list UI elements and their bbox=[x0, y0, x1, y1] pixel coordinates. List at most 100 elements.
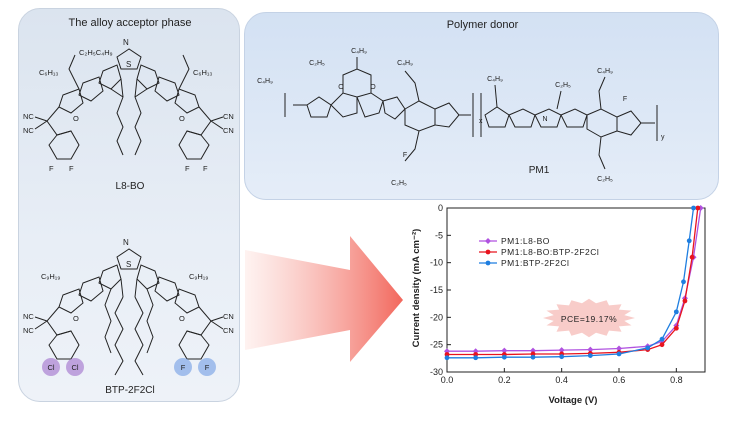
series-2-point-7 bbox=[645, 345, 651, 351]
btp-cl-left: Cl bbox=[47, 363, 54, 372]
polymer-o-left: O bbox=[338, 84, 344, 91]
cl-bubble-left bbox=[42, 358, 60, 376]
f-bubble-left bbox=[174, 358, 192, 376]
legend-label-0: PM1:L8-BO bbox=[501, 236, 550, 246]
l8bo-label: L8-BO bbox=[116, 181, 145, 192]
series-2-point-10 bbox=[681, 279, 686, 285]
series-2-point-4 bbox=[559, 354, 565, 360]
series-2-point-6 bbox=[616, 351, 622, 357]
polymer-donor-panel: Polymer donor C₄H₉ bbox=[244, 12, 719, 200]
y-tick-label-5: -25 bbox=[430, 340, 443, 350]
l8bo-f-right: F bbox=[185, 164, 190, 173]
series-0-point-6 bbox=[616, 345, 622, 352]
acceptor-phase-panel: The alloy acceptor phase bbox=[18, 8, 240, 402]
series-0-point-5 bbox=[587, 346, 594, 353]
y-tick-label-4: -20 bbox=[430, 312, 443, 322]
x-axis-label: Voltage (V) bbox=[549, 395, 598, 406]
l8bo-f-left: F bbox=[49, 164, 54, 173]
btp-cl-right: Cl bbox=[71, 363, 78, 372]
y-tick-label-0: 0 bbox=[438, 203, 443, 213]
pce-starburst bbox=[543, 298, 635, 338]
l8bo-alkyl-right: C₆H₁₃ bbox=[193, 68, 212, 77]
y-tick-label-3: -15 bbox=[430, 285, 443, 295]
polymer-chain-top-right: C₄H₉ bbox=[597, 68, 613, 75]
x-tick-label-0: 0.0 bbox=[441, 375, 454, 385]
series-0-point-1 bbox=[472, 348, 479, 355]
pce-annotation: PCE=19.17% bbox=[561, 314, 617, 324]
l8bo-o-left: O bbox=[73, 114, 79, 123]
series-1-point-12 bbox=[695, 205, 701, 211]
polymer-drawing: C₄H₉ C₂H₅ C₄H₉ C₄H₉ O O F C₂H₅ x C₄H₉ C₂… bbox=[257, 48, 665, 187]
btp-cn-right: CN bbox=[223, 312, 234, 321]
btp-o-left: O bbox=[73, 314, 79, 323]
btp-nc-left: NC bbox=[23, 312, 34, 321]
series-1-point-10 bbox=[682, 298, 688, 304]
series-2-point-12 bbox=[691, 205, 696, 211]
l8bo-cn-right-2: CN bbox=[223, 126, 234, 135]
l8bo-f-right-2: F bbox=[203, 164, 208, 173]
btp-nc-left-2: NC bbox=[23, 326, 34, 335]
plot-frame bbox=[446, 207, 706, 373]
acceptor-molecules-drawing: N S C₂H₅C₄H₉ C₆H₁₃ C₆H₁₃ NC NC CN CN O O… bbox=[23, 38, 234, 396]
l8bo-f-left-2: F bbox=[69, 164, 74, 173]
series-2-point-8 bbox=[659, 336, 665, 342]
series-2-point-5 bbox=[587, 353, 593, 358]
l8bo-side-chain-left: C₂H₅C₄H₉ bbox=[79, 48, 113, 57]
polymer-f-2: F bbox=[623, 96, 627, 103]
polymer-f-1: F bbox=[403, 152, 407, 159]
cl-bubble-right bbox=[66, 358, 84, 376]
pm1-label: PM1 bbox=[529, 165, 550, 176]
l8bo-nc-left-2: NC bbox=[23, 126, 34, 135]
polymer-n-atom: N bbox=[542, 116, 547, 123]
l8bo-cn-right: CN bbox=[223, 112, 234, 121]
btp-f-left: F bbox=[181, 363, 186, 372]
series-2-point-1 bbox=[473, 355, 479, 361]
l8bo-n-atom: N bbox=[123, 38, 129, 47]
legend-marker-2 bbox=[485, 260, 491, 266]
acceptor-panel-title: The alloy acceptor phase bbox=[68, 17, 192, 29]
btp-f-right: F bbox=[205, 363, 210, 372]
polymer-index-y: y bbox=[661, 134, 665, 141]
series-2-point-0 bbox=[444, 355, 450, 361]
transition-arrow bbox=[245, 236, 403, 362]
series-line-2 bbox=[447, 207, 695, 359]
series-1-point-1 bbox=[473, 352, 479, 357]
btp-o-right: O bbox=[179, 314, 185, 323]
btp2f2cl-label: BTP-2F2Cl bbox=[105, 385, 154, 396]
arrow-shape bbox=[245, 236, 403, 362]
y-tick-label-1: -5 bbox=[435, 230, 443, 240]
polymer-chain-bottom-1: C₂H₅ bbox=[391, 180, 407, 187]
polymer-o-right: O bbox=[370, 84, 376, 91]
l8bo-alkyl-left: C₆H₁₃ bbox=[39, 68, 58, 77]
series-1-point-9 bbox=[673, 325, 679, 331]
x-tick-label-2: 0.4 bbox=[555, 375, 568, 385]
btp2f2cl-core-structure bbox=[34, 248, 224, 376]
polymer-panel-title: Polymer donor bbox=[446, 19, 519, 31]
series-0-point-4 bbox=[558, 347, 565, 354]
series-0-point-2 bbox=[501, 347, 508, 354]
x-tick-label-1: 0.2 bbox=[498, 375, 511, 385]
legend-marker-1 bbox=[485, 249, 491, 255]
l8bo-core-structure bbox=[34, 48, 224, 160]
y-tick-label-6: -30 bbox=[430, 367, 443, 377]
polymer-index-x: x bbox=[479, 118, 483, 125]
y-axis-label: Current density (mA cm⁻²) bbox=[411, 229, 422, 348]
series-2-point-3 bbox=[530, 354, 536, 360]
x-tick-label-3: 0.6 bbox=[613, 375, 626, 385]
polymer-chain-bottom-right: C₂H₅ bbox=[597, 176, 613, 183]
btp-cn-right-2: CN bbox=[223, 326, 234, 335]
btp-s-atom: S bbox=[126, 260, 131, 269]
f-bubble-right bbox=[198, 358, 216, 376]
legend-label-1: PM1:L8-BO:BTP-2F2Cl bbox=[501, 247, 599, 257]
l8bo-o-right: O bbox=[179, 114, 185, 123]
y-tick-label-2: -10 bbox=[430, 258, 443, 268]
series-0-point-0 bbox=[444, 348, 450, 355]
polymer-chain-mid-1: C₄H₉ bbox=[487, 76, 503, 83]
polymer-chain-top-3: C₄H₉ bbox=[397, 60, 413, 67]
btp-alkyl-left: C₉H₁₉ bbox=[41, 272, 60, 281]
legend-marker-0 bbox=[485, 238, 491, 244]
polymer-chain-left: C₄H₉ bbox=[257, 78, 273, 85]
l8bo-nc-left: NC bbox=[23, 112, 34, 121]
